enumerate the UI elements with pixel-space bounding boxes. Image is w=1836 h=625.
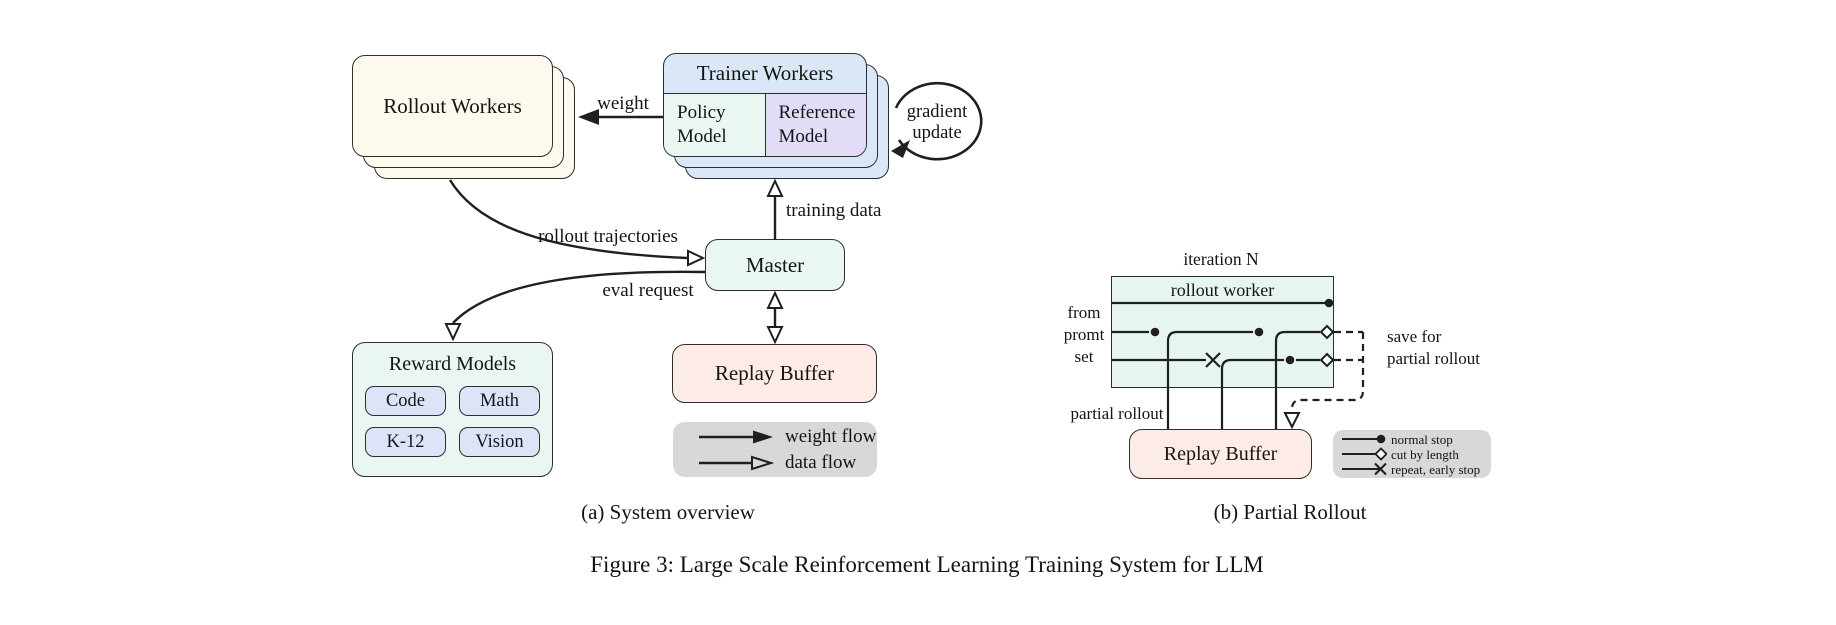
weight-arrow-head bbox=[578, 109, 599, 125]
data-flow-legend-row: data flow bbox=[697, 452, 877, 474]
rollout-workers-box: Rollout Workers bbox=[352, 55, 553, 157]
repeat-early-stop-legend-row: repeat, early stop bbox=[1341, 462, 1491, 477]
trainer-workers-cells: Policy Model Reference Model bbox=[664, 94, 866, 156]
gradient-update-line1: gradient bbox=[906, 102, 968, 122]
replay-buffer-b-label: Replay Buffer bbox=[1163, 442, 1278, 465]
repeat-early-stop-label: repeat, early stop bbox=[1391, 461, 1481, 477]
save-for-line2: partial rollout bbox=[1387, 349, 1481, 368]
trainer-workers-title: Trainer Workers bbox=[664, 54, 866, 94]
stop-type-legend: normal stop cut by length repeat, early … bbox=[1333, 430, 1491, 478]
master-replay-arrow-head-up bbox=[766, 290, 784, 309]
caption-b: (b) Partial Rollout bbox=[1213, 500, 1367, 524]
training-data-arrow-head bbox=[766, 178, 784, 197]
rollout-worker-title: rollout worker bbox=[1170, 280, 1275, 300]
data-flow-arrow-icon bbox=[699, 455, 775, 470]
from-prompt-set-line2: promt bbox=[1063, 325, 1105, 344]
replay-buffer-a-label: Replay Buffer bbox=[714, 361, 835, 385]
policy-model-label: Policy Model bbox=[677, 102, 727, 147]
partial-rollout-label: partial rollout bbox=[1070, 404, 1164, 423]
cut-by-length-label: cut by length bbox=[1391, 446, 1459, 462]
from-prompt-set-line1: from bbox=[1067, 303, 1101, 322]
eval-request-label: eval request bbox=[602, 280, 694, 301]
normal-stop-label: normal stop bbox=[1391, 431, 1453, 447]
gradient-update-label: gradient update bbox=[892, 102, 982, 143]
reward-chip-math: Math bbox=[459, 386, 540, 416]
rollout-trajectories-arrow-head bbox=[687, 249, 706, 267]
reward-chip-k12: K-12 bbox=[365, 427, 446, 457]
weight-flow-label: weight flow bbox=[785, 425, 877, 447]
from-prompt-set-label: from promt set bbox=[1058, 302, 1110, 368]
reward-models-box: Reward Models Code Math K-12 Vision bbox=[352, 342, 553, 477]
save-for-line1: save for bbox=[1387, 327, 1442, 346]
save-for-partial-rollout-label: save for partial rollout bbox=[1387, 326, 1480, 370]
figure-caption: Figure 3: Large Scale Reinforcement Lear… bbox=[590, 552, 1264, 577]
cut-by-length-legend-row: cut by length bbox=[1341, 447, 1491, 462]
repeat-early-stop-cross-icon bbox=[1342, 462, 1387, 476]
replay-buffer-a-box: Replay Buffer bbox=[672, 344, 877, 403]
policy-model-box: Policy Model bbox=[664, 94, 766, 156]
trainer-workers-label: Trainer Workers bbox=[696, 61, 834, 85]
weight-flow-arrow-icon bbox=[699, 430, 773, 443]
trainer-workers-box: Trainer Workers Policy Model Reference M… bbox=[663, 53, 867, 157]
rollout-workers-label: Rollout Workers bbox=[383, 93, 522, 118]
cut-by-length-diamond-icon bbox=[1342, 447, 1387, 461]
iteration-n-label: iteration N bbox=[1183, 249, 1259, 269]
reference-model-label: Reference Model bbox=[778, 102, 856, 147]
training-data-label: training data bbox=[786, 200, 882, 221]
normal-stop-legend-row: normal stop bbox=[1341, 432, 1491, 447]
reward-models-chips: Code Math K-12 Vision bbox=[353, 385, 552, 470]
master-replay-arrow-head-down bbox=[766, 326, 784, 345]
gradient-update-line2: update bbox=[912, 122, 962, 143]
reward-chip-code: Code bbox=[365, 386, 446, 416]
reward-chip-vision: Vision bbox=[459, 427, 540, 457]
master-box: Master bbox=[705, 239, 845, 291]
master-label: Master bbox=[745, 252, 805, 277]
data-flow-label: data flow bbox=[785, 451, 857, 473]
flow-legend: weight flow data flow bbox=[673, 422, 877, 477]
rollout-worker-box: rollout worker bbox=[1111, 276, 1334, 388]
reward-models-title: Reward Models bbox=[388, 352, 517, 375]
eval-request-arrow-head bbox=[444, 323, 462, 342]
caption-a: (a) System overview bbox=[581, 500, 755, 524]
normal-stop-circle-icon bbox=[1342, 434, 1386, 444]
weight-label: weight bbox=[597, 93, 649, 114]
from-prompt-set-line3: set bbox=[1074, 347, 1094, 366]
replay-buffer-b-box: Replay Buffer bbox=[1129, 429, 1312, 479]
weight-flow-legend-row: weight flow bbox=[697, 426, 877, 448]
save-path-arrow-head bbox=[1283, 412, 1301, 430]
reference-model-box: Reference Model bbox=[765, 94, 866, 156]
rollout-trajectories-label: rollout trajectories bbox=[538, 226, 678, 247]
